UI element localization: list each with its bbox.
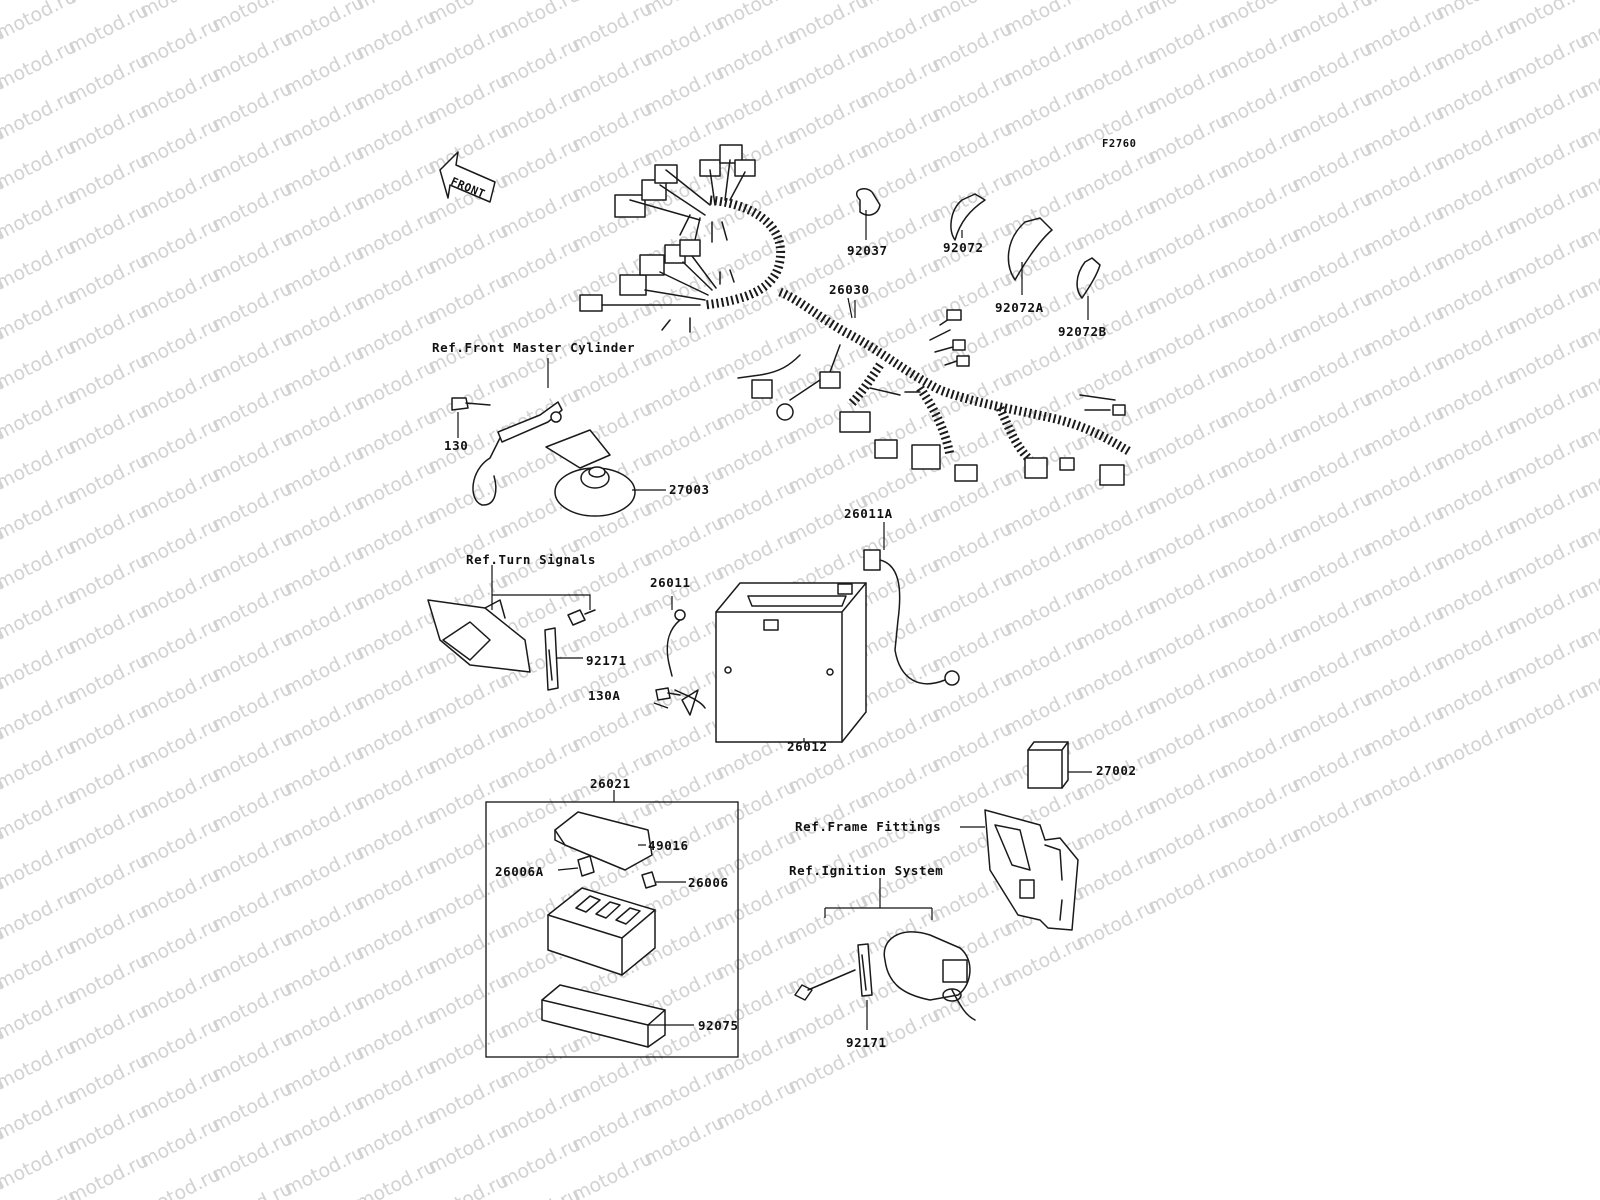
part-label-26021: 26021 [590, 776, 631, 791]
ref-ignition-system: Ref.Ignition System [789, 863, 943, 878]
bolt-icon [794, 969, 856, 1001]
bracket-icon [984, 809, 1079, 931]
ref-front-master-cylinder: Ref.Front Master Cylinder [432, 340, 635, 355]
horn-bracket-icon [472, 401, 563, 506]
part-label-92037: 92037 [847, 243, 888, 258]
wiring-harness-icon [579, 144, 1133, 486]
part-label-26012: 26012 [787, 739, 828, 754]
fuse-icon [641, 871, 657, 889]
part-label-26011a: 26011A [844, 506, 893, 521]
bolt-icon [655, 687, 681, 701]
band-icon [1007, 217, 1053, 281]
clamp-icon [855, 188, 881, 216]
turn-signal-icon [427, 599, 531, 673]
band-icon [950, 193, 986, 241]
relay-icon [1027, 741, 1069, 789]
battery-cable-icon [863, 549, 960, 686]
ref-turn-signals: Ref.Turn Signals [466, 552, 596, 567]
screw-icon [567, 609, 596, 626]
watermark-text: motod.ru [0, 1171, 8, 1200]
band-icon [1076, 257, 1101, 299]
fuse-icon [577, 855, 595, 877]
fuse-cover-icon [554, 811, 653, 871]
part-label-26006: 26006 [688, 875, 729, 890]
battery-lead-icon [666, 609, 706, 716]
part-label-27002: 27002 [1096, 763, 1137, 778]
horn-icon [545, 429, 636, 517]
labels: F2760 92037 92072 92072A 92072B 26030 Re… [432, 138, 1137, 1050]
battery-icon [715, 582, 867, 743]
part-label-92171-ignition: 92171 [846, 1035, 887, 1050]
part-label-92171-turn-signals: 92171 [586, 653, 627, 668]
part-label-130a: 130A [588, 688, 621, 703]
ref-frame-fittings: Ref.Frame Fittings [795, 819, 941, 834]
bolt-icon [451, 397, 491, 411]
part-label-26011: 26011 [650, 575, 691, 590]
strap-icon [857, 943, 873, 997]
figure-code: F2760 [1102, 138, 1137, 150]
watermark-text: motod.ru [1576, 0, 1600, 2]
part-label-92075: 92075 [698, 1018, 739, 1033]
part-label-92072a: 92072A [995, 300, 1044, 315]
part-label-92072b: 92072B [1058, 324, 1107, 339]
part-label-49016: 49016 [648, 838, 689, 853]
fuse-box-case-icon [541, 984, 666, 1048]
fuse-box-group-frame [485, 801, 739, 1058]
leader-lines [457, 210, 1092, 1030]
part-label-130: 130 [444, 438, 468, 453]
part-label-92072: 92072 [943, 240, 984, 255]
fuse-box-icon [547, 887, 656, 976]
strap-icon [544, 627, 559, 691]
part-label-26030: 26030 [829, 282, 870, 297]
part-label-27003: 27003 [669, 482, 710, 497]
part-label-26006a: 26006A [495, 864, 544, 879]
coil-icon [883, 931, 976, 1021]
